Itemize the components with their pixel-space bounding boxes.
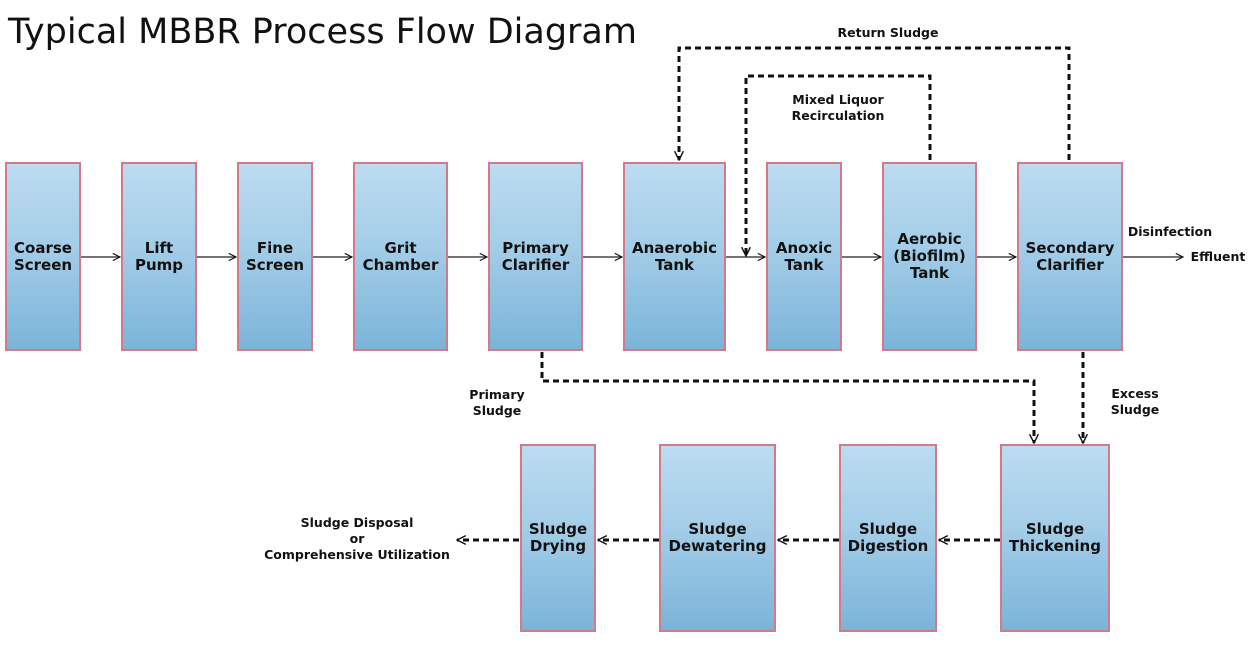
box-grit-chamber-label: Grit Chamber — [362, 238, 439, 274]
label-sludge-disposal: Sludge Disposal or Comprehensive Utiliza… — [264, 515, 450, 562]
box-sludge-digestion-label: Sludge Digestion — [847, 520, 929, 555]
label-primary-sludge: Primary Sludge — [469, 387, 525, 418]
box-sludge-dewatering: Sludge Dewatering — [659, 444, 776, 632]
primary-sludge-line — [540, 352, 1034, 443]
box-lift-pump-label: Lift Pump — [134, 238, 184, 274]
box-grit-chamber: Grit Chamber — [353, 162, 448, 351]
box-anaerobic-tank-label: Anaerobic Tank — [631, 238, 718, 274]
box-secondary-clarifier: Secondary Clarifier — [1017, 162, 1123, 351]
box-anoxic-tank: Anoxic Tank — [766, 162, 842, 351]
box-sludge-thickening: Sludge Thickening — [1000, 444, 1110, 632]
box-lift-pump: Lift Pump — [121, 162, 197, 351]
return-sludge-line — [679, 46, 1071, 160]
mixed-liquor-line — [746, 74, 932, 256]
box-coarse-screen: Coarse Screen — [5, 162, 81, 351]
box-primary-clarifier-label: Primary Clarifier — [501, 238, 570, 274]
box-aerobic-tank: Aerobic (Biofilm) Tank — [882, 162, 977, 351]
box-anaerobic-tank: Anaerobic Tank — [623, 162, 726, 351]
label-excess-sludge: Excess Sludge — [1110, 386, 1160, 417]
box-primary-clarifier: Primary Clarifier — [488, 162, 583, 351]
box-sludge-dewatering-label: Sludge Dewatering — [668, 520, 767, 555]
sludge-flow-lines — [457, 46, 1083, 540]
box-sludge-drying: Sludge Drying — [520, 444, 596, 632]
box-aerobic-tank-label: Aerobic (Biofilm) Tank — [893, 230, 966, 282]
page-title: Typical MBBR Process Flow Diagram — [8, 12, 637, 52]
label-return-sludge: Return Sludge — [837, 25, 939, 40]
label-effluent: Effluent — [1190, 249, 1246, 264]
box-fine-screen: Fine Screen — [237, 162, 313, 351]
box-secondary-clarifier-label: Secondary Clarifier — [1025, 238, 1115, 274]
box-sludge-drying-label: Sludge Drying — [528, 520, 588, 555]
box-anoxic-tank-label: Anoxic Tank — [775, 238, 833, 274]
label-disinfection: Disinfection — [1127, 224, 1213, 239]
box-fine-screen-label: Fine Screen — [245, 238, 305, 274]
box-coarse-screen-label: Coarse Screen — [13, 238, 73, 274]
label-mixed-liquor: Mixed Liquor Recirculation — [791, 92, 885, 123]
box-sludge-thickening-label: Sludge Thickening — [1009, 520, 1101, 555]
box-sludge-digestion: Sludge Digestion — [839, 444, 937, 632]
